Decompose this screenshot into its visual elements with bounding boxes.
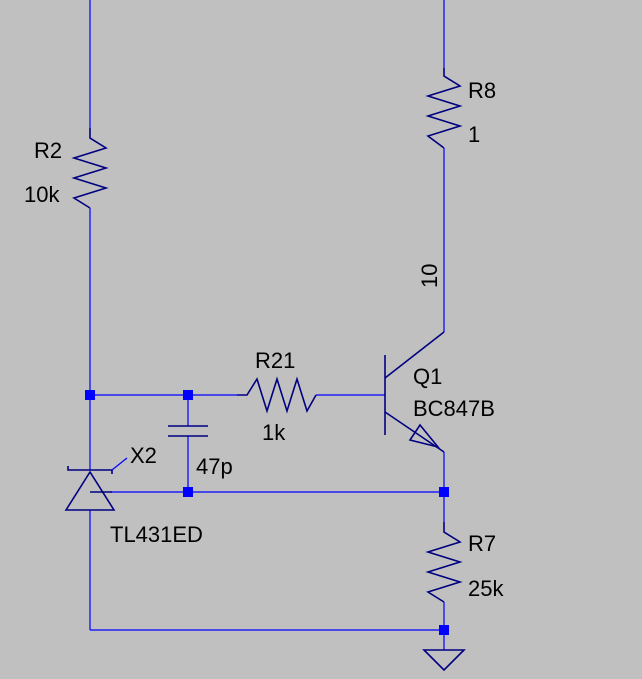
r2-value-label: 10k [24,182,60,207]
net-label-10: 10 [417,264,442,288]
x2-ref-label: X2 [130,443,157,468]
shunt-regulator-x2[interactable] [64,457,128,511]
transistor-emitter-arrow [408,423,441,449]
transistor-collector [384,331,445,379]
junction-dot [183,487,193,497]
resistor-r2[interactable] [71,128,109,209]
q1-ref-label: Q1 [413,364,442,389]
r21-value-label: 1k [262,420,286,445]
regulator-triangle [64,470,116,511]
junction-dot [85,390,95,400]
r8-ref-label: R8 [468,78,496,103]
resistor-r7[interactable] [425,522,463,603]
c1-value-label: 47p [196,454,233,479]
transistor-q1[interactable] [384,331,445,453]
junctions [85,390,449,635]
r2-ref-label: R2 [34,138,62,163]
x2-value-label: TL431ED [110,522,203,547]
wires [89,0,445,650]
ground-icon [422,649,466,672]
q1-value-label: BC847B [413,396,495,421]
r7-ref-label: R7 [468,531,496,556]
regulator-ref-leader [111,457,128,471]
r21-ref-label: R21 [255,348,295,373]
resistor-r8[interactable] [425,68,463,149]
r7-value-label: 25k [468,576,504,601]
regulator-cathode-bar [67,466,113,474]
junction-dot [439,625,449,635]
junction-dot [183,390,193,400]
r8-value-label: 1 [468,122,480,147]
resistor-r21[interactable] [237,376,317,414]
capacitor-c1[interactable] [168,425,208,437]
junction-dot [439,487,449,497]
